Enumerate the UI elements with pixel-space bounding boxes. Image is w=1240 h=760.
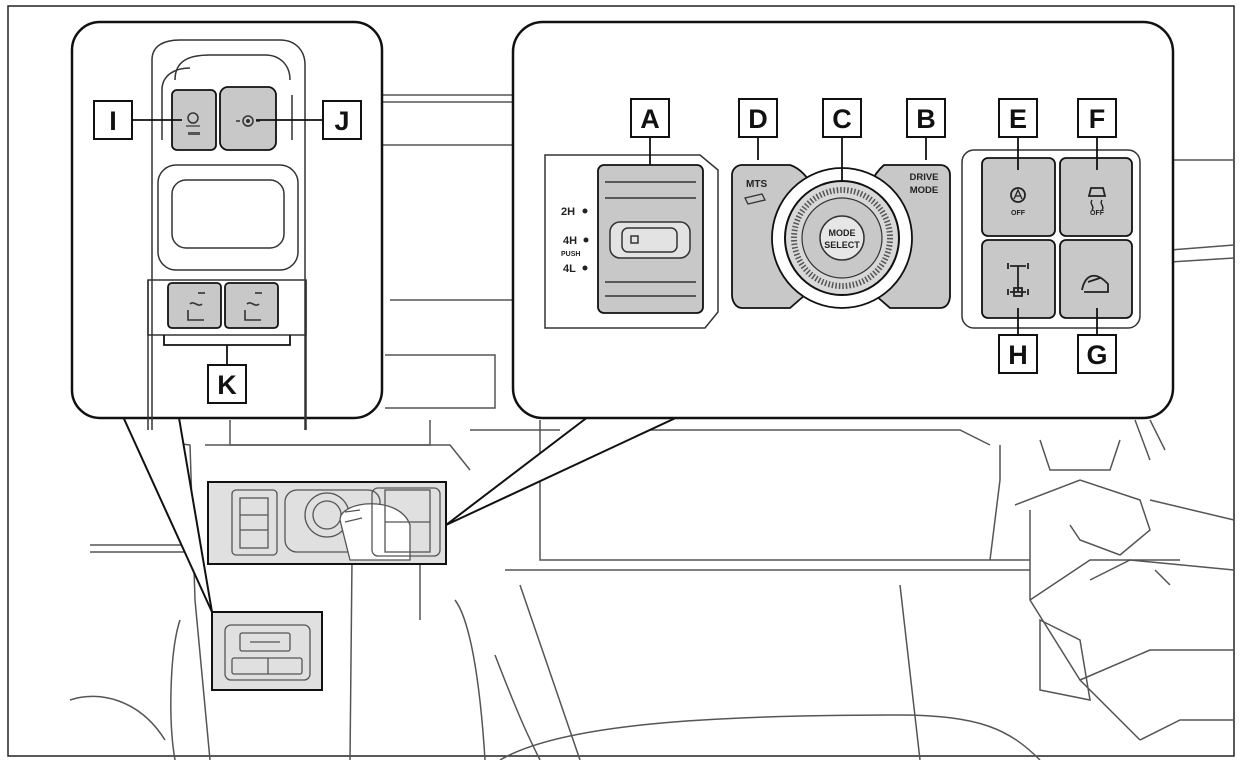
switch-i (171, 89, 217, 151)
transfer-2h-label: 2H (561, 206, 575, 218)
mode-select-assembly (731, 164, 951, 309)
callout-d: D (738, 98, 778, 138)
callout-j: J (322, 100, 362, 140)
callout-k: K (207, 364, 247, 404)
callout-labels: I J K A D C B E (93, 98, 1117, 404)
transfer-4h-dot (583, 237, 589, 243)
callout-f-text: F (1089, 104, 1106, 134)
drive-mode-line1: DRIVE (909, 172, 938, 183)
callout-d-text: D (748, 104, 768, 134)
dial-line2: SELECT (824, 240, 860, 250)
left-zoom-panel (70, 20, 384, 430)
transfer-4l-dot (582, 265, 588, 271)
callout-h-text: H (1008, 340, 1028, 370)
callout-k-text: K (217, 370, 237, 400)
callout-b: B (906, 98, 946, 138)
vsc-off-icon (1087, 187, 1107, 211)
vsc-off-label: OFF (1090, 210, 1105, 217)
rear-diff-lock-icon (1007, 263, 1029, 297)
switch-markings: 2H 4H PUSH 4L MTS DRIVE MODE MODE SELECT… (561, 172, 1105, 275)
auto-lsd-off-label: OFF (1011, 210, 1026, 217)
drive-mode-line2: MODE (910, 185, 939, 196)
callout-e: E (998, 98, 1038, 138)
seat-heater-switches (167, 282, 279, 329)
callout-e-text: E (1009, 104, 1027, 134)
callout-a: A (630, 98, 670, 138)
transfer-4l-label: 4L (563, 263, 576, 275)
auto-lsd-icon (1010, 187, 1026, 203)
right-zoom-panel (511, 20, 1175, 420)
console-switch-area (207, 481, 447, 691)
switch-a-transfer (544, 154, 719, 329)
switch-cluster-efgh (961, 149, 1141, 329)
callout-b-text: B (916, 104, 936, 134)
interior-background (7, 5, 1235, 760)
dial-line1: MODE (829, 228, 856, 238)
callout-j-text: J (334, 106, 349, 136)
callout-c-text: C (832, 104, 852, 134)
crawl-control-icon (1081, 274, 1109, 293)
mts-label: MTS (746, 179, 767, 190)
callout-g: G (1077, 334, 1117, 374)
callout-f: F (1077, 98, 1117, 138)
callout-h: H (998, 334, 1038, 374)
callout-a-text: A (640, 104, 660, 134)
callout-g-text: G (1086, 340, 1107, 370)
transfer-2h-dot (582, 208, 588, 214)
switch-j (219, 86, 277, 151)
callout-i: I (93, 100, 133, 140)
callout-i-text: I (109, 106, 117, 136)
callout-connectors (119, 409, 683, 613)
callout-c: C (822, 98, 862, 138)
transfer-4h-label: 4H (563, 235, 577, 247)
transfer-push-label: PUSH (561, 251, 580, 258)
